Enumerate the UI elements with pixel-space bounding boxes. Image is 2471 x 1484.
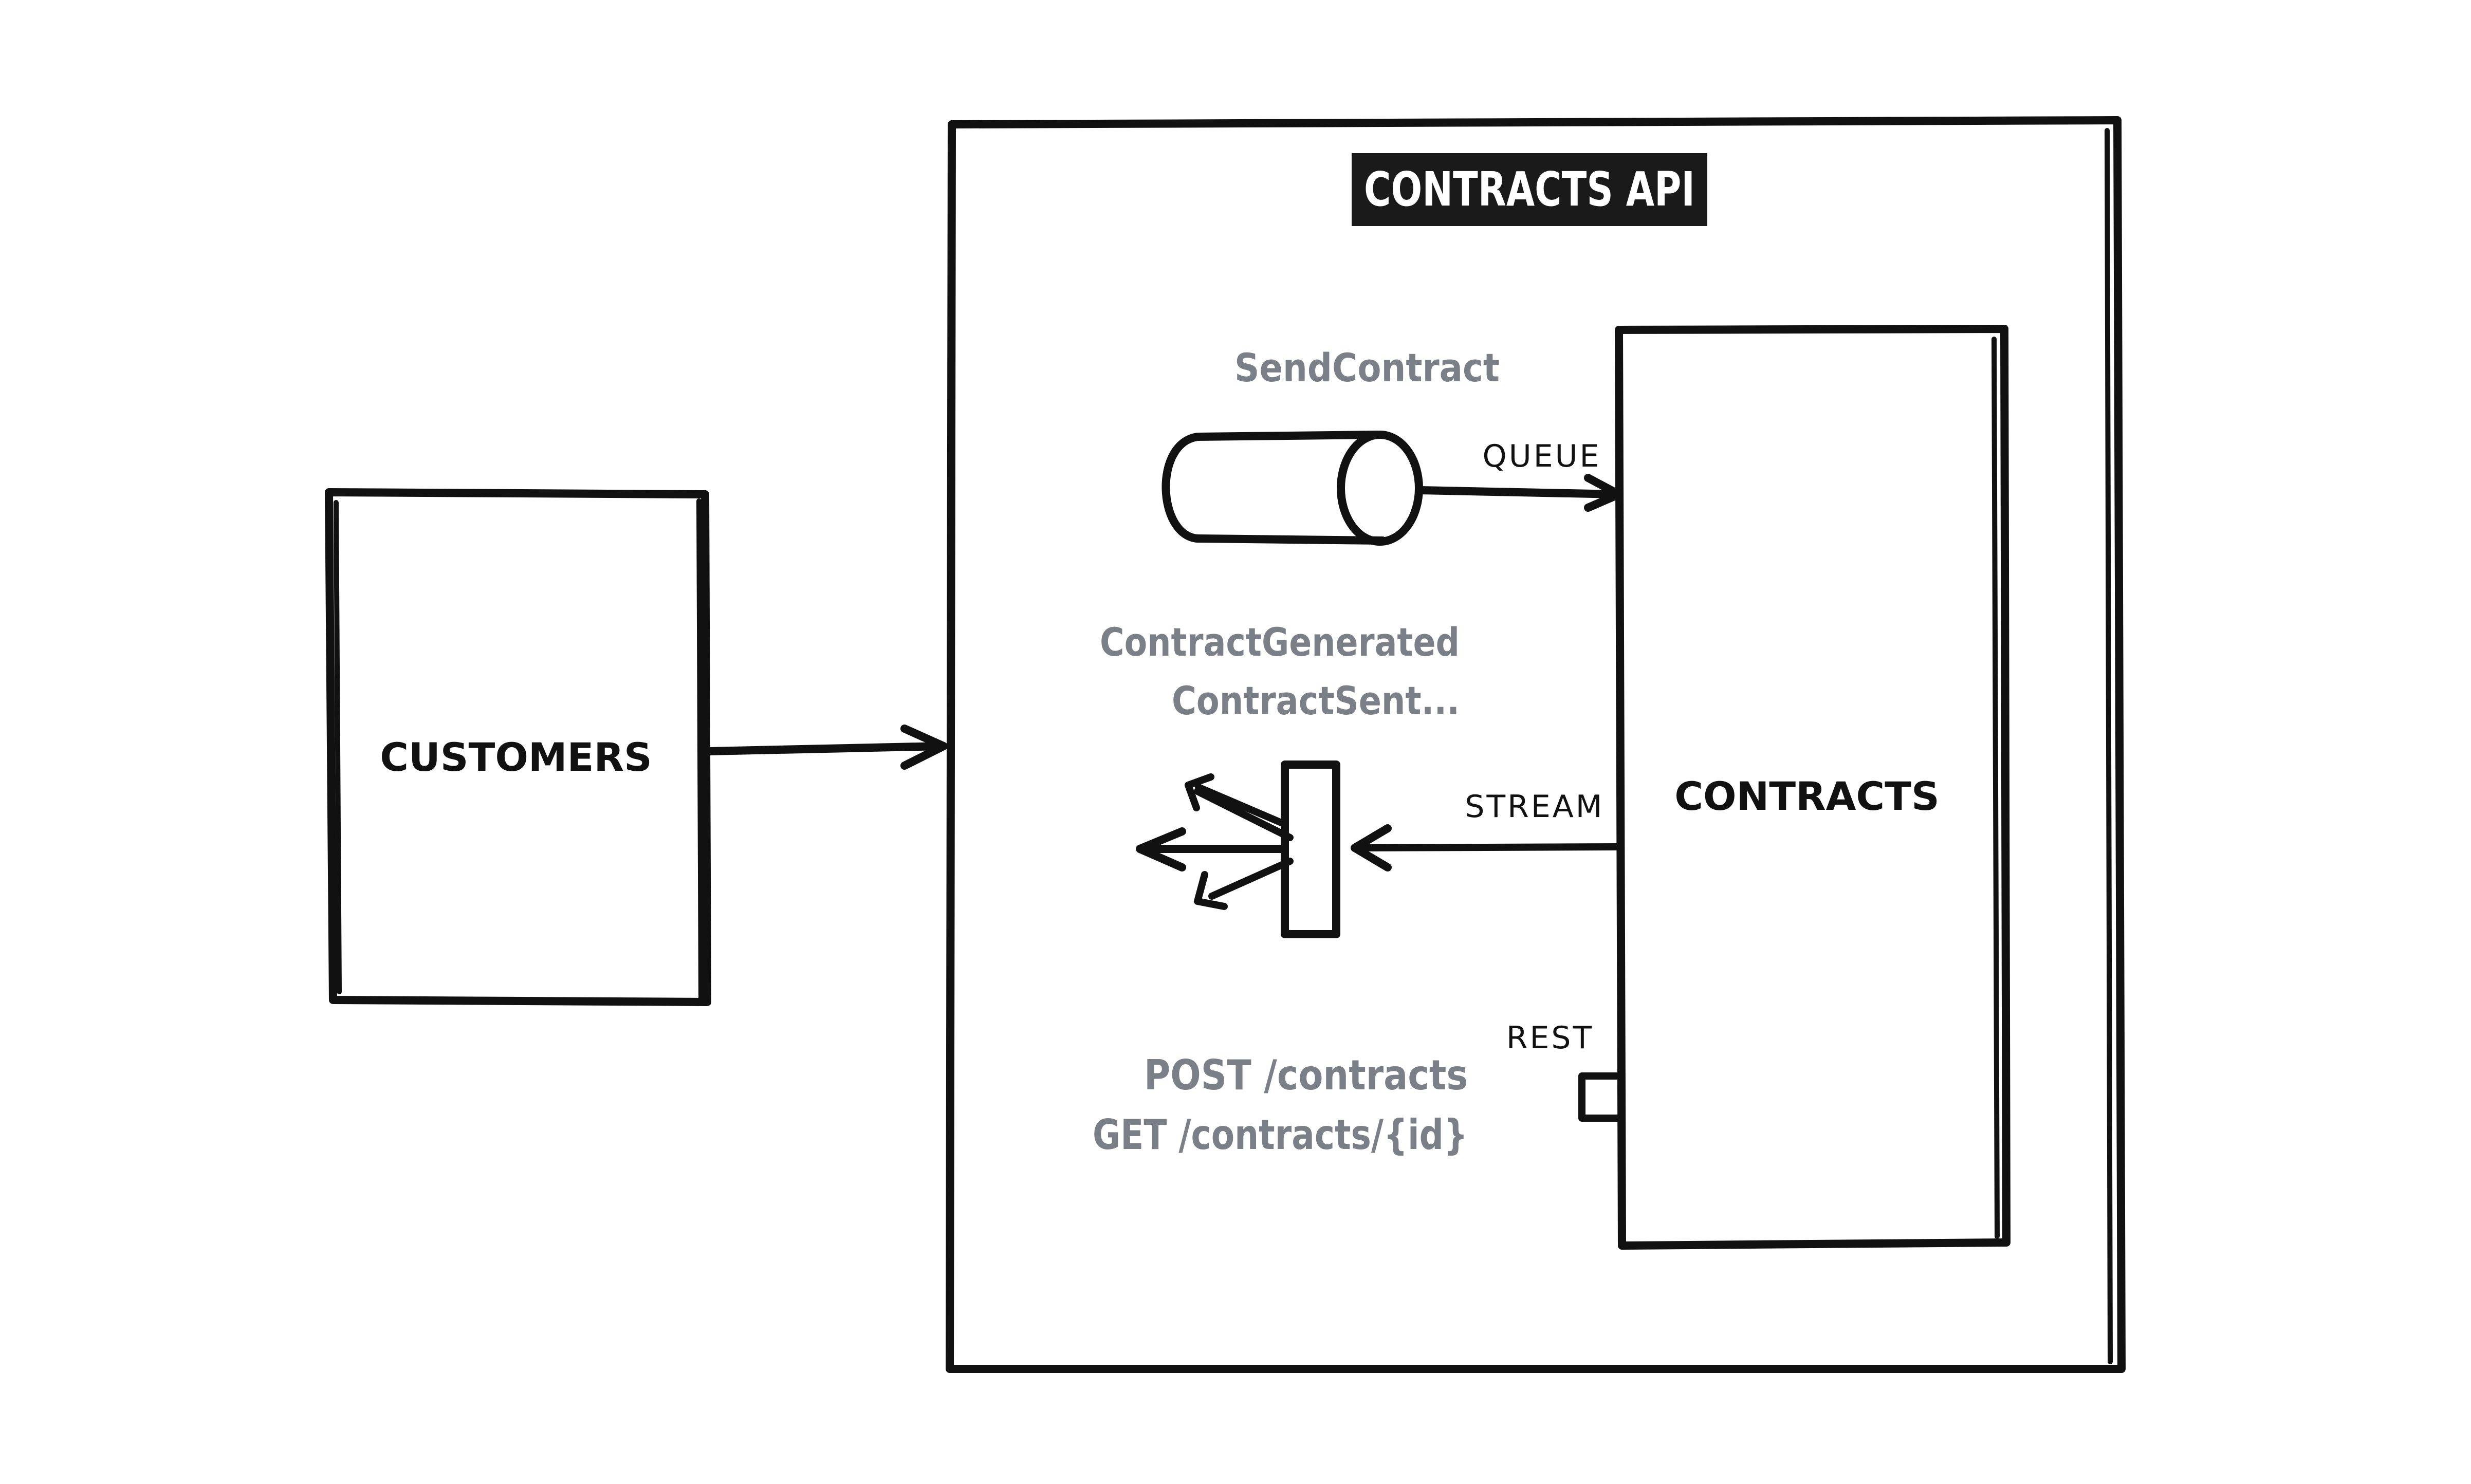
- queue-group: SendContract QUEUE: [1161, 345, 1623, 546]
- rest-endpoint-post: POST /contracts: [1144, 1051, 1468, 1099]
- rest-endpoint-get: GET /contracts/{id}: [1093, 1111, 1468, 1159]
- queue-cylinder-icon: [1161, 431, 1423, 546]
- rest-group: REST POST /contracts GET /contracts/{id}: [1093, 1020, 1621, 1159]
- stream-line: [1353, 843, 1621, 851]
- contracts-api-title: CONTRACTS API: [1364, 162, 1695, 217]
- queue-connection-label: QUEUE: [1483, 438, 1601, 474]
- contracts-api-title-bg: [1352, 153, 1707, 226]
- stream-group: ContractGenerated ContractSent... STREAM: [1100, 619, 1621, 938]
- rest-connection-label: REST: [1506, 1020, 1594, 1056]
- contracts-label: CONTRACTS: [1674, 773, 1940, 819]
- queue-arrow: [1415, 486, 1622, 498]
- customers-label: CUSTOMERS: [380, 734, 652, 780]
- event-stream-fanout-icon: [1136, 760, 1340, 938]
- contracts-box: CONTRACTS: [1615, 325, 2011, 1250]
- customers-to-api-arrow: [705, 725, 948, 770]
- stream-connection-label: STREAM: [1465, 789, 1604, 825]
- stream-event-1: ContractGenerated: [1100, 619, 1460, 665]
- contracts-api-box: CONTRACTS API: [946, 116, 2126, 1373]
- stream-event-2: ContractSent...: [1172, 678, 1460, 724]
- customers-box: CUSTOMERS: [325, 488, 711, 1006]
- queue-name-label: SendContract: [1234, 345, 1500, 391]
- rest-port-icon: [1578, 1072, 1621, 1122]
